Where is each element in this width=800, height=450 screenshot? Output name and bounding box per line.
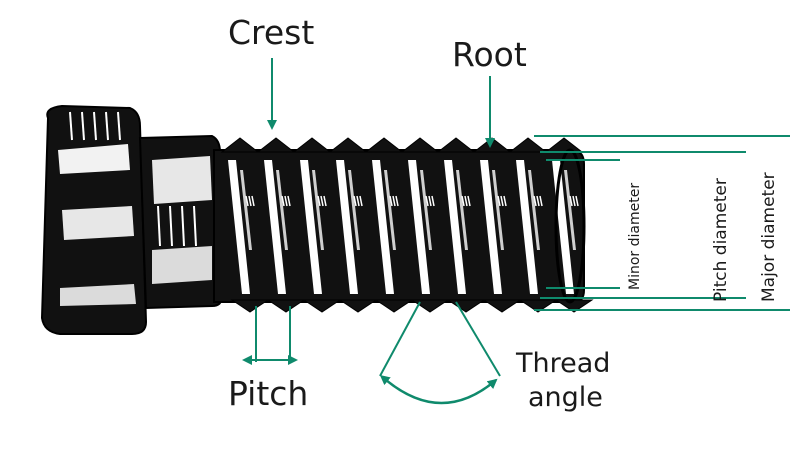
thread-texture-tick [389, 195, 393, 207]
crest-label: Crest [228, 13, 314, 52]
thread-flank-highlight [264, 160, 286, 294]
thread-texture-tick [500, 195, 504, 207]
thread-crest-top [364, 137, 404, 153]
thread-crest-bottom [338, 299, 378, 313]
thread-flank-highlight [444, 160, 466, 294]
thread-angle-label-line1: Thread [515, 348, 610, 379]
thread-texture-tick [287, 195, 291, 207]
thread-flank-highlight-secondary [456, 170, 468, 250]
thread-crest-bottom [518, 299, 558, 313]
thread-texture-tick [533, 195, 537, 207]
thread-crest-bottom [482, 299, 522, 313]
thread-texture-tick [425, 195, 429, 207]
thread-crest-bottom [266, 299, 306, 313]
thread-texture-tick [395, 195, 399, 207]
thread-crest-bottom [302, 299, 342, 313]
thread-crest-top [256, 137, 296, 153]
thread-flank-highlight-secondary [276, 170, 288, 250]
thread-texture-tick [464, 195, 468, 207]
major-diameter-label: Major diameter [759, 172, 779, 302]
pitch-label: Pitch [228, 374, 308, 413]
thread-texture-tick [569, 195, 573, 207]
thread-texture-tick [323, 195, 327, 207]
thread-angle-line-right [455, 301, 501, 377]
thread-flank-highlight [480, 160, 502, 294]
thread-crest-bottom [410, 299, 450, 313]
thread-flank-highlight-secondary [240, 170, 252, 250]
thread-crest-top [508, 137, 548, 153]
thread-crest-top [328, 137, 368, 153]
thread-flank-highlight [300, 160, 322, 294]
thread-crest-top [544, 137, 584, 153]
thread-crest-bottom [374, 299, 414, 313]
thread-crest-top [292, 137, 332, 153]
bolt-head [40, 104, 224, 335]
thread-angle-label-line2: angle [528, 382, 603, 413]
thread-flank-highlight-secondary [564, 170, 576, 250]
thread-texture-tick [428, 195, 432, 207]
root-label: Root [452, 35, 527, 74]
minor-diameter-label: Minor diameter [627, 183, 643, 290]
thread-texture-tick [320, 195, 324, 207]
thread-crest-bottom [230, 299, 270, 313]
thread-flank-highlight [336, 160, 358, 294]
thread-texture-tick [353, 195, 357, 207]
thread-flank-highlight [516, 160, 538, 294]
labels: Crest Root Pitch Thread angle Minor diam… [228, 13, 779, 413]
thread-texture-tick [536, 195, 540, 207]
thread-texture-tick [251, 195, 255, 207]
thread-flank-highlight [408, 160, 430, 294]
thread-angle-arc [379, 374, 498, 405]
thread-flank-highlight [372, 160, 394, 294]
thread-crest-top [472, 137, 512, 153]
thread-texture-tick [248, 195, 252, 207]
thread-flank-highlight-secondary [420, 170, 432, 250]
thread-crest-top [436, 137, 476, 153]
thread-texture-tick [281, 195, 285, 207]
annotations [242, 58, 790, 405]
thread-angle-line-left [379, 301, 421, 377]
thread-texture-tick [431, 195, 435, 207]
thread-flank-highlight-secondary [348, 170, 360, 250]
threaded-shank [213, 137, 594, 313]
thread-flank-highlight-secondary [312, 170, 324, 250]
thread-texture-tick [317, 195, 321, 207]
thread-texture-tick [392, 195, 396, 207]
thread-crest-top [220, 137, 260, 153]
thread-flank-highlight-secondary [384, 170, 396, 250]
thread-texture-tick [284, 195, 288, 207]
thread-texture-tick [497, 195, 501, 207]
thread-texture-tick [572, 195, 576, 207]
thread-texture-tick [575, 195, 579, 207]
thread-flank-highlight-secondary [528, 170, 540, 250]
thread-texture-tick [356, 195, 360, 207]
thread-flank-highlight [228, 160, 250, 294]
thread-texture-tick [461, 195, 465, 207]
thread-texture-tick [539, 195, 543, 207]
thread-crest-top [400, 137, 440, 153]
thread-texture-tick [245, 195, 249, 207]
thread-flank-highlight-secondary [492, 170, 504, 250]
thread-texture-tick [359, 195, 363, 207]
thread-texture-tick [467, 195, 471, 207]
thread-crest-bottom [446, 299, 486, 313]
pitch-diameter-label: Pitch diameter [711, 178, 731, 302]
thread-texture-tick [503, 195, 507, 207]
